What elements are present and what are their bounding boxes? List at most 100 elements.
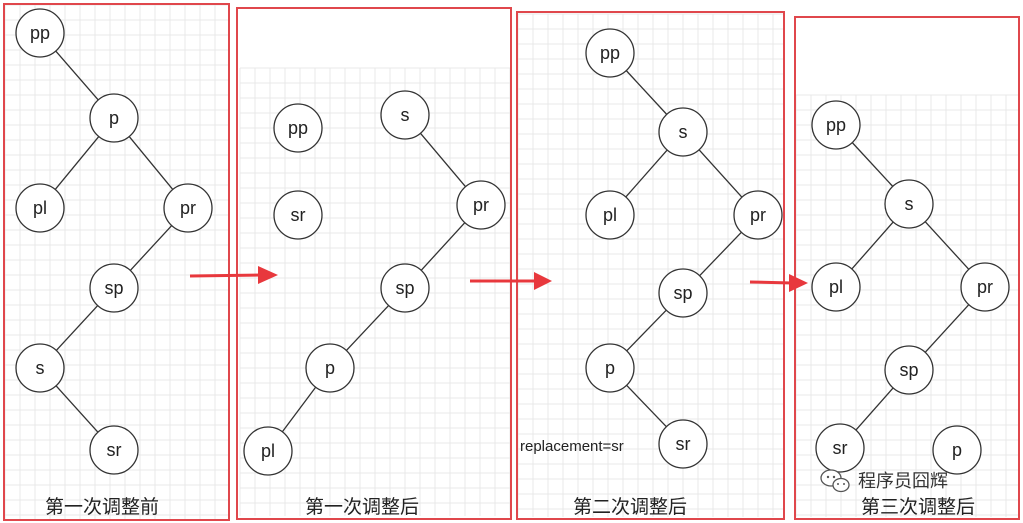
panel-grid-0	[4, 4, 228, 520]
tree-node-3-pp: pp	[811, 100, 861, 150]
tree-node-3-s: s	[884, 179, 934, 229]
tree-edge-1-p-pl	[281, 386, 317, 433]
arrow-3	[749, 274, 808, 292]
tree-edge-0-s-sr	[55, 385, 99, 433]
node-circle	[811, 100, 861, 150]
tree-node-1-pp: pp	[273, 103, 323, 153]
node-circle	[15, 343, 65, 393]
tree-node-2-pl: pl	[585, 190, 635, 240]
node-circle	[15, 183, 65, 233]
tree-node-3-pl: pl	[811, 262, 861, 312]
tree-edge-2-s-pl	[625, 149, 668, 198]
node-circle	[305, 343, 355, 393]
tree-edge-3-pr-sp	[924, 304, 970, 353]
arrow-2-head	[534, 272, 552, 290]
tree-edge-0-pp-p	[55, 50, 99, 101]
replacement-note: replacement=sr	[520, 438, 624, 455]
node-label: p	[605, 358, 615, 378]
panel-frame-2	[516, 11, 785, 520]
watermark-text: 程序员囧辉	[858, 471, 948, 492]
tree-node-2-pp: pp	[585, 28, 635, 78]
node-circle	[585, 190, 635, 240]
panel-frame-1	[236, 7, 512, 520]
node-circle	[815, 423, 865, 473]
node-label: pp	[288, 118, 308, 138]
node-circle	[733, 190, 783, 240]
tree-edge-2-pr-sp	[699, 231, 742, 277]
tree-node-0-pr: pr	[163, 183, 213, 233]
tree-node-3-p: p	[932, 425, 982, 475]
tree-edge-0-pr-sp	[129, 225, 173, 271]
panel-frame-3	[794, 16, 1020, 520]
node-circle	[456, 180, 506, 230]
node-label: p	[325, 358, 335, 378]
node-circle	[380, 263, 430, 313]
wechat-icon	[820, 469, 850, 493]
tree-node-2-sr: sr	[658, 419, 708, 469]
node-circle	[243, 426, 293, 476]
tree-node-1-pl: pl	[243, 426, 293, 476]
tree-node-0-sr: sr	[89, 425, 139, 475]
node-label: p	[109, 108, 119, 128]
node-circle	[585, 28, 635, 78]
node-label: sr	[676, 434, 691, 454]
node-label: pp	[30, 23, 50, 43]
node-label: sr	[833, 438, 848, 458]
node-circle	[884, 179, 934, 229]
tree-edge-2-pp-s	[625, 70, 668, 115]
node-circle	[960, 262, 1010, 312]
node-label: sp	[673, 283, 692, 303]
tree-edge-1-sp-p	[345, 305, 390, 351]
panel-caption-3: 第三次调整后	[861, 496, 975, 518]
arrow-1-shaft	[189, 273, 263, 278]
tree-node-2-pr: pr	[733, 190, 783, 240]
node-label: pr	[750, 205, 766, 225]
tree-node-0-sp: sp	[89, 263, 139, 313]
node-circle	[380, 90, 430, 140]
tree-node-2-p: p	[585, 343, 635, 393]
tree-edge-3-s-pl	[851, 221, 894, 270]
node-circle	[89, 425, 139, 475]
node-label: pr	[977, 277, 993, 297]
node-circle	[658, 107, 708, 157]
node-circle	[89, 263, 139, 313]
node-circle	[658, 419, 708, 469]
tree-node-1-s: s	[380, 90, 430, 140]
panel-caption-1: 第一次调整后	[305, 496, 419, 518]
tree-node-0-pp: pp	[15, 8, 65, 58]
node-label: sr	[107, 440, 122, 460]
tree-node-2-sp: sp	[658, 268, 708, 318]
tree-node-3-sp: sp	[884, 345, 934, 395]
tree-edge-2-p-sr	[626, 384, 667, 428]
tree-edge-1-pr-sp	[420, 222, 466, 271]
tree-edge-3-pp-s	[851, 142, 894, 187]
node-circle	[884, 345, 934, 395]
node-circle	[15, 8, 65, 58]
edges-layer	[54, 50, 970, 433]
tree-edge-2-s-pr	[698, 149, 743, 198]
node-circle	[585, 343, 635, 393]
tree-edge-1-s-pr	[419, 132, 467, 188]
node-label: s	[401, 105, 410, 125]
node-label: pr	[180, 198, 196, 218]
node-label: sp	[395, 278, 414, 298]
tree-node-0-s: s	[15, 343, 65, 393]
node-circle	[273, 103, 323, 153]
node-label: pp	[826, 115, 846, 135]
tree-node-0-pl: pl	[15, 183, 65, 233]
arrow-3-head	[789, 274, 808, 292]
node-label: pl	[261, 441, 275, 461]
node-label: s	[36, 358, 45, 378]
tree-node-1-sp: sp	[380, 263, 430, 313]
node-label: pl	[603, 205, 617, 225]
tree-edge-2-sp-p	[626, 309, 667, 352]
tree-node-1-pr: pr	[456, 180, 506, 230]
node-circle	[811, 262, 861, 312]
watermark: 程序员囧辉	[820, 469, 948, 493]
node-label: pl	[33, 198, 47, 218]
arrow-1-head	[258, 266, 278, 284]
panel-grid-2	[517, 13, 783, 517]
arrow-3-shaft	[749, 280, 793, 285]
